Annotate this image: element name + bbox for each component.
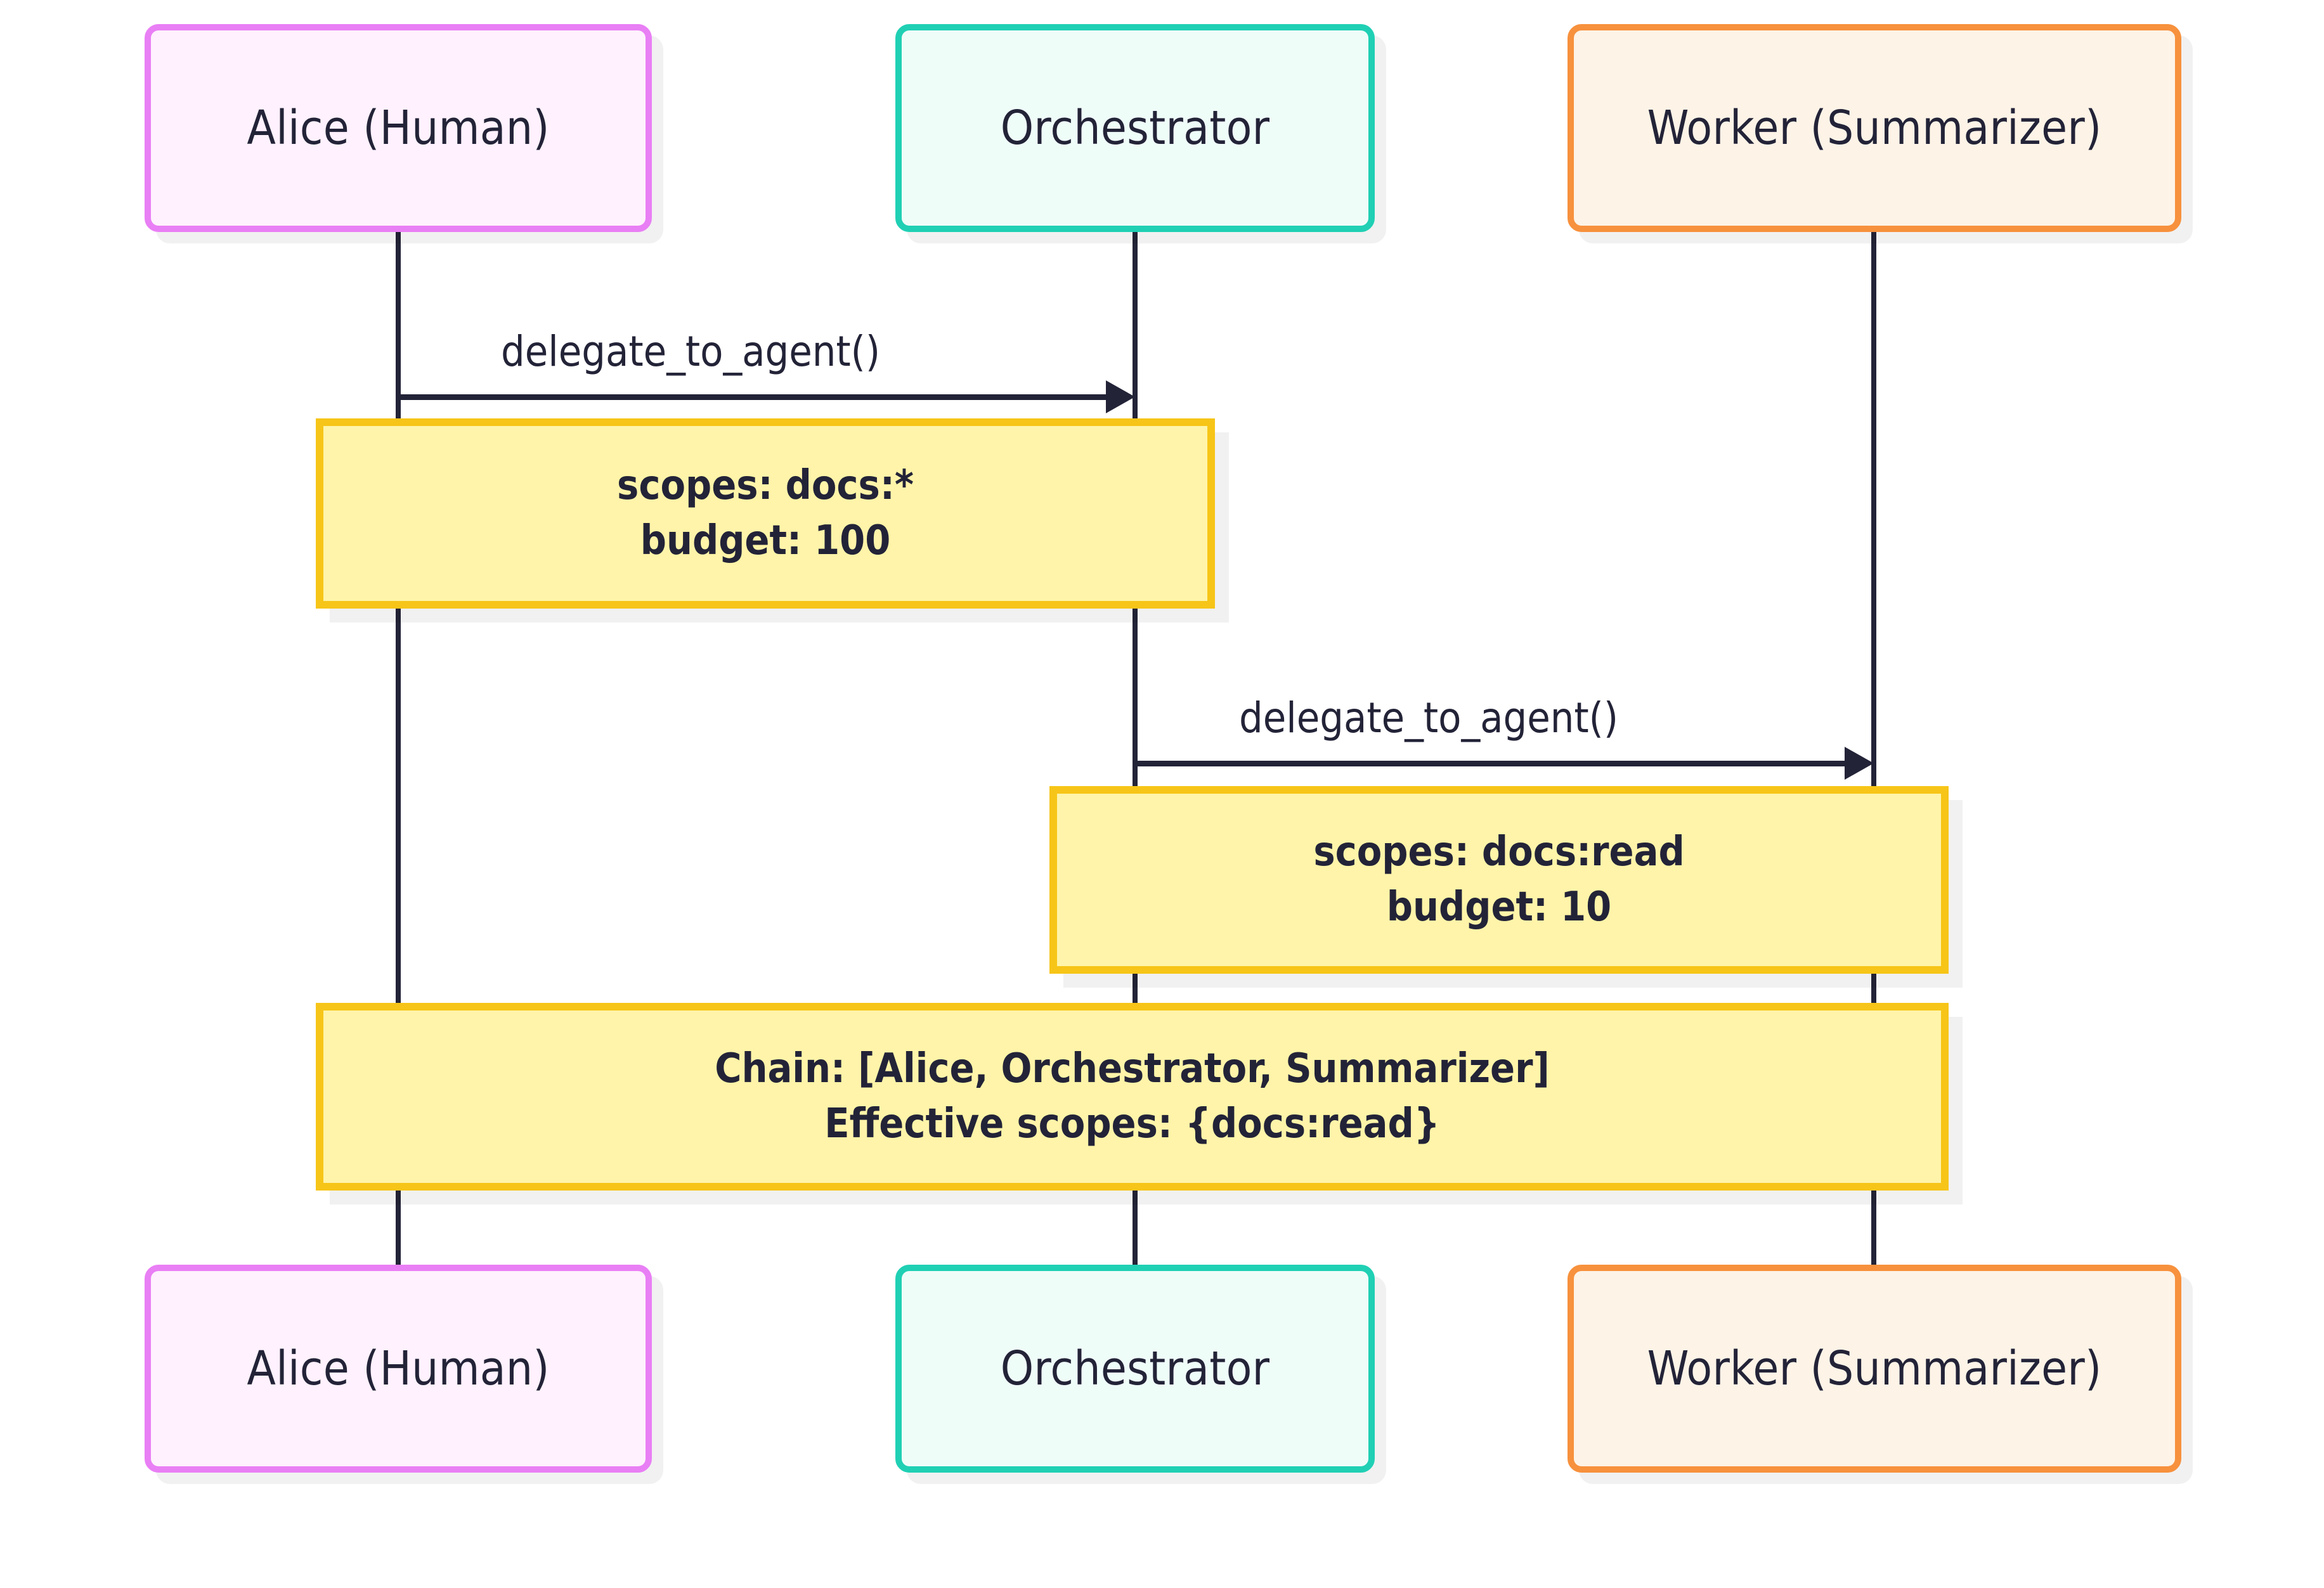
arrowhead-icon <box>1106 380 1135 413</box>
message-line <box>1135 761 1846 766</box>
participant-orchestrator-label: Orchestrator <box>1000 101 1270 155</box>
note-line: budget: 100 <box>640 517 891 564</box>
lifeline-orchestrator <box>1133 231 1138 1271</box>
lifeline-alice <box>396 231 401 1271</box>
participant-footer-worker-label: Worker (Summarizer) <box>1647 1341 2102 1396</box>
participant-footer-alice[interactable]: Alice (Human) <box>145 1265 652 1473</box>
note-line: Chain: [Alice, Orchestrator, Summarizer] <box>715 1045 1550 1092</box>
note-chain-effective-scopes[interactable]: Chain: [Alice, Orchestrator, Summarizer]… <box>316 1003 1949 1191</box>
note-line: scopes: docs:read <box>1313 828 1685 875</box>
note-line: scopes: docs:* <box>617 462 914 509</box>
participant-worker[interactable]: Worker (Summarizer) <box>1568 24 2181 232</box>
lifeline-worker <box>1871 231 1876 1271</box>
participant-footer-alice-label: Alice (Human) <box>247 1341 550 1396</box>
participant-alice-label: Alice (Human) <box>247 101 550 155</box>
note-scopes-docs-read[interactable]: scopes: docs:read budget: 10 <box>1049 786 1949 974</box>
participant-worker-label: Worker (Summarizer) <box>1647 101 2102 155</box>
message-line <box>398 394 1107 400</box>
participant-footer-worker[interactable]: Worker (Summarizer) <box>1568 1265 2181 1473</box>
arrowhead-icon <box>1845 747 1874 780</box>
message-label: delegate_to_agent() <box>501 327 881 376</box>
note-line: budget: 10 <box>1386 884 1612 931</box>
note-line: Effective scopes: {docs:read} <box>824 1101 1440 1147</box>
note-scopes-docs-all[interactable]: scopes: docs:* budget: 100 <box>316 418 1215 609</box>
participant-orchestrator[interactable]: Orchestrator <box>895 24 1375 232</box>
participant-footer-orchestrator-label: Orchestrator <box>1000 1341 1270 1396</box>
message-label: delegate_to_agent() <box>1239 694 1619 742</box>
participant-alice[interactable]: Alice (Human) <box>145 24 652 232</box>
participant-footer-orchestrator[interactable]: Orchestrator <box>895 1265 1375 1473</box>
